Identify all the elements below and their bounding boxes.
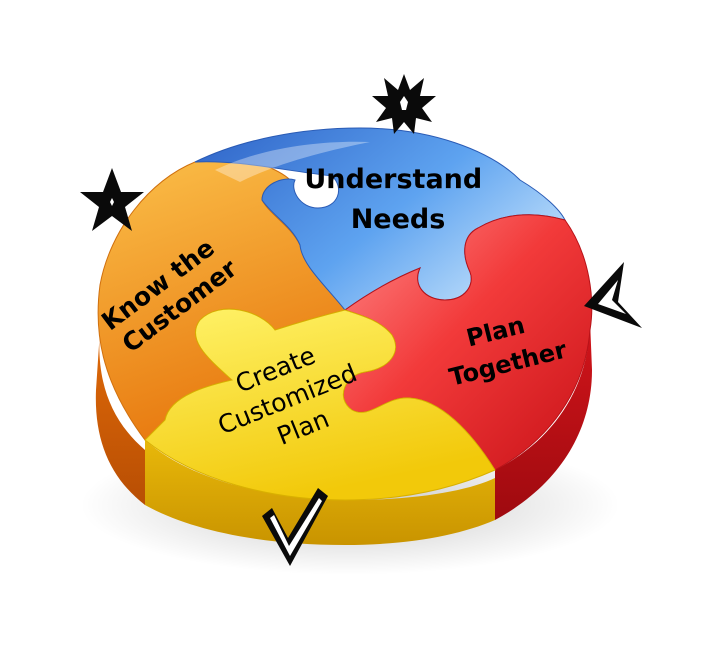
label-understand-needs: Understand Needs <box>304 164 491 235</box>
explosion-star-icon <box>372 74 436 134</box>
disc-side-yellow <box>145 440 495 545</box>
disc-side-orange <box>95 330 145 505</box>
disc-gloss <box>215 141 370 182</box>
piece-create-customized-plan <box>144 308 496 501</box>
checkmark-icon <box>262 488 328 566</box>
disc-side-red <box>495 320 592 520</box>
star-icon <box>80 168 144 231</box>
arrowhead-icon <box>584 262 642 328</box>
